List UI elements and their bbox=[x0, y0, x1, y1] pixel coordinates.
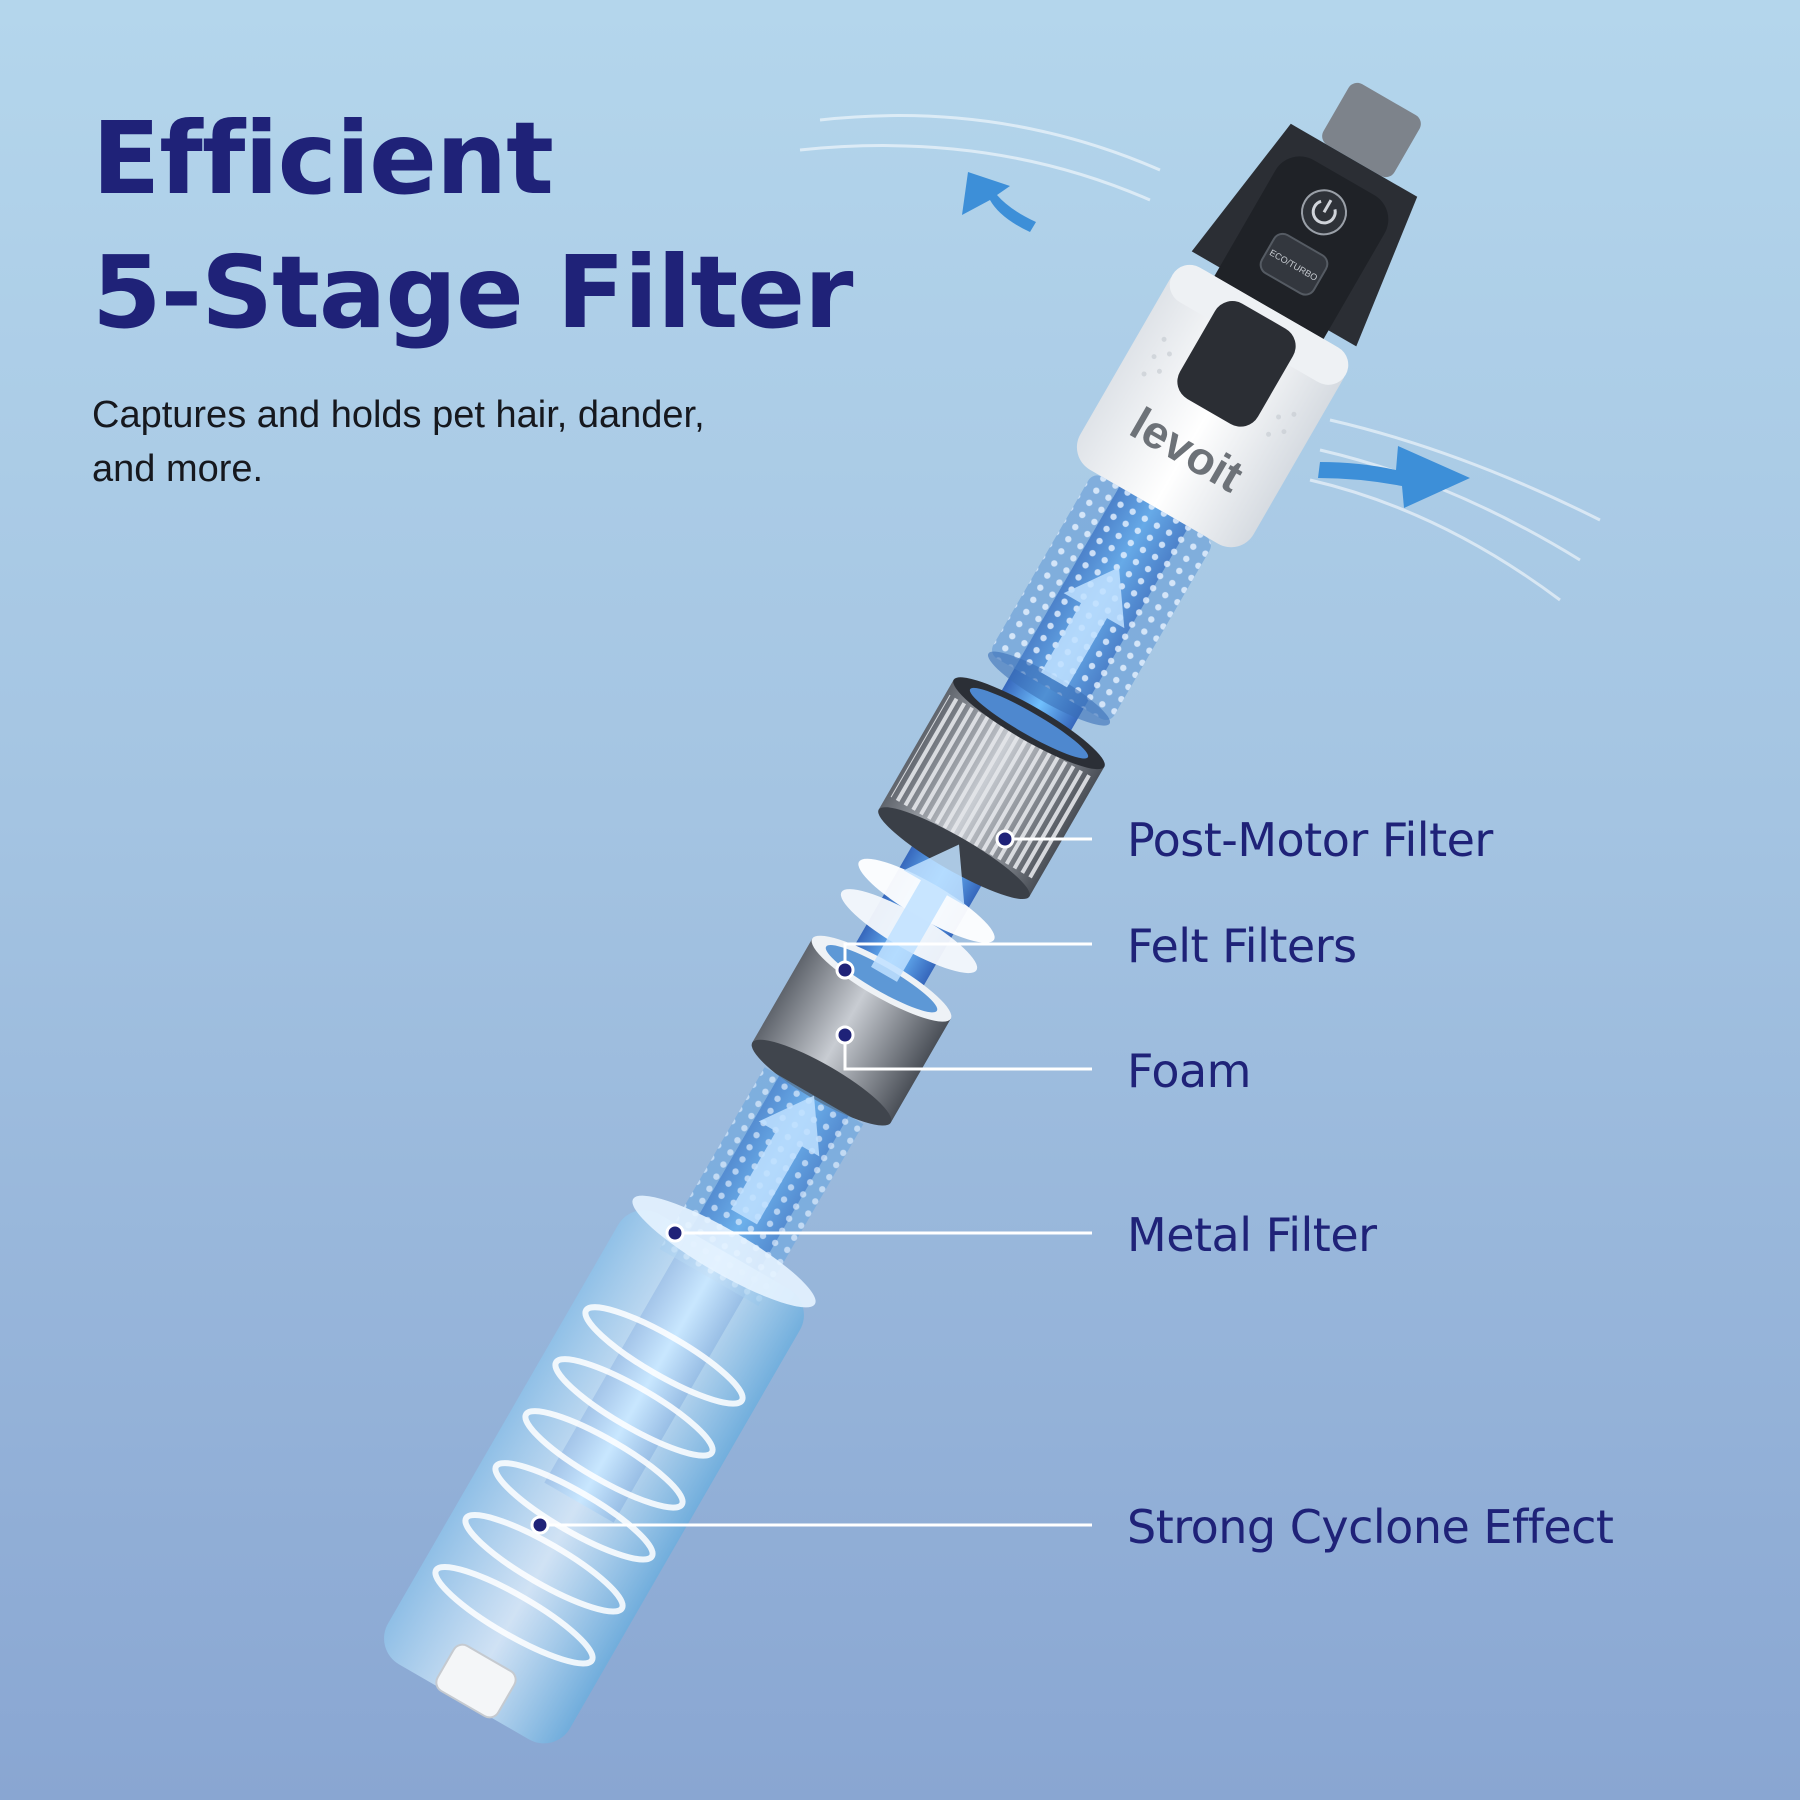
cyclone-dust-bin bbox=[384, 1195, 816, 1744]
dot-metal-filter bbox=[665, 1223, 685, 1243]
eco-turbo-button[interactable] bbox=[1257, 230, 1331, 298]
dot-foam bbox=[835, 1025, 855, 1045]
vacuum-assembly: ECO/TURBO levoit bbox=[384, 82, 1421, 1744]
callout-felt-filters: Felt Filters bbox=[1127, 919, 1357, 973]
callout-strong-cyclone-effect: Strong Cyclone Effect bbox=[1127, 1500, 1614, 1554]
internal-airflow-arrows bbox=[731, 567, 1125, 1225]
callout-post-motor-filter: Post-Motor Filter bbox=[1127, 813, 1493, 867]
callout-foam: Foam bbox=[1127, 1044, 1251, 1098]
headline-line-1: Efficient bbox=[92, 100, 554, 217]
callout-dots bbox=[530, 829, 1015, 1535]
callout-metal-filter: Metal Filter bbox=[1127, 1208, 1377, 1262]
foam-filter-holder bbox=[751, 935, 952, 1126]
motor-housing: levoit bbox=[1076, 264, 1349, 548]
airflow-arrow-icon bbox=[962, 172, 1470, 508]
page-headline: Efficient 5-Stage Filter bbox=[92, 92, 853, 360]
dot-cyclone bbox=[530, 1515, 550, 1535]
leader-foam bbox=[843, 1035, 1092, 1071]
subtext: Captures and holds pet hair, dander, and… bbox=[92, 394, 705, 490]
headline-line-2: 5-Stage Filter bbox=[92, 234, 853, 351]
dot-post-motor-filter bbox=[995, 829, 1015, 849]
post-motor-filter bbox=[878, 677, 1105, 900]
exhaust-airflow-streaks bbox=[799, 114, 1601, 602]
dot-felt-filters bbox=[835, 960, 855, 980]
